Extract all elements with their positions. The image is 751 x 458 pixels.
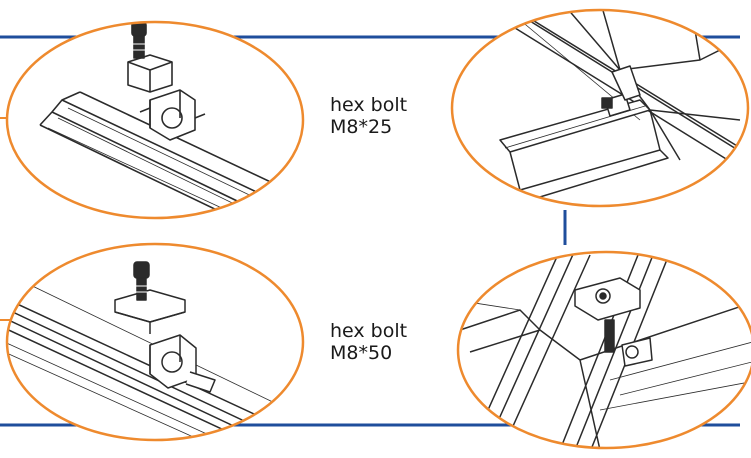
clamp-detail-top-left [5,20,305,220]
bolt-label-bottom-line1: hex bolt [330,320,408,342]
clamp-detail-top-right [450,8,750,208]
bolt-label-top-line2: M8*25 [330,116,393,138]
bolt-label-top-line1: hex bolt [330,94,408,116]
bolt-label-top: hex bolt M8*25 [330,94,407,138]
bolt-label-bottom-line2: M8*50 [330,342,393,364]
clamp-detail-bottom-left [5,242,305,442]
bolt-label-bottom: hex bolt M8*50 [330,320,407,364]
clamp-detail-bottom-right [456,250,751,450]
